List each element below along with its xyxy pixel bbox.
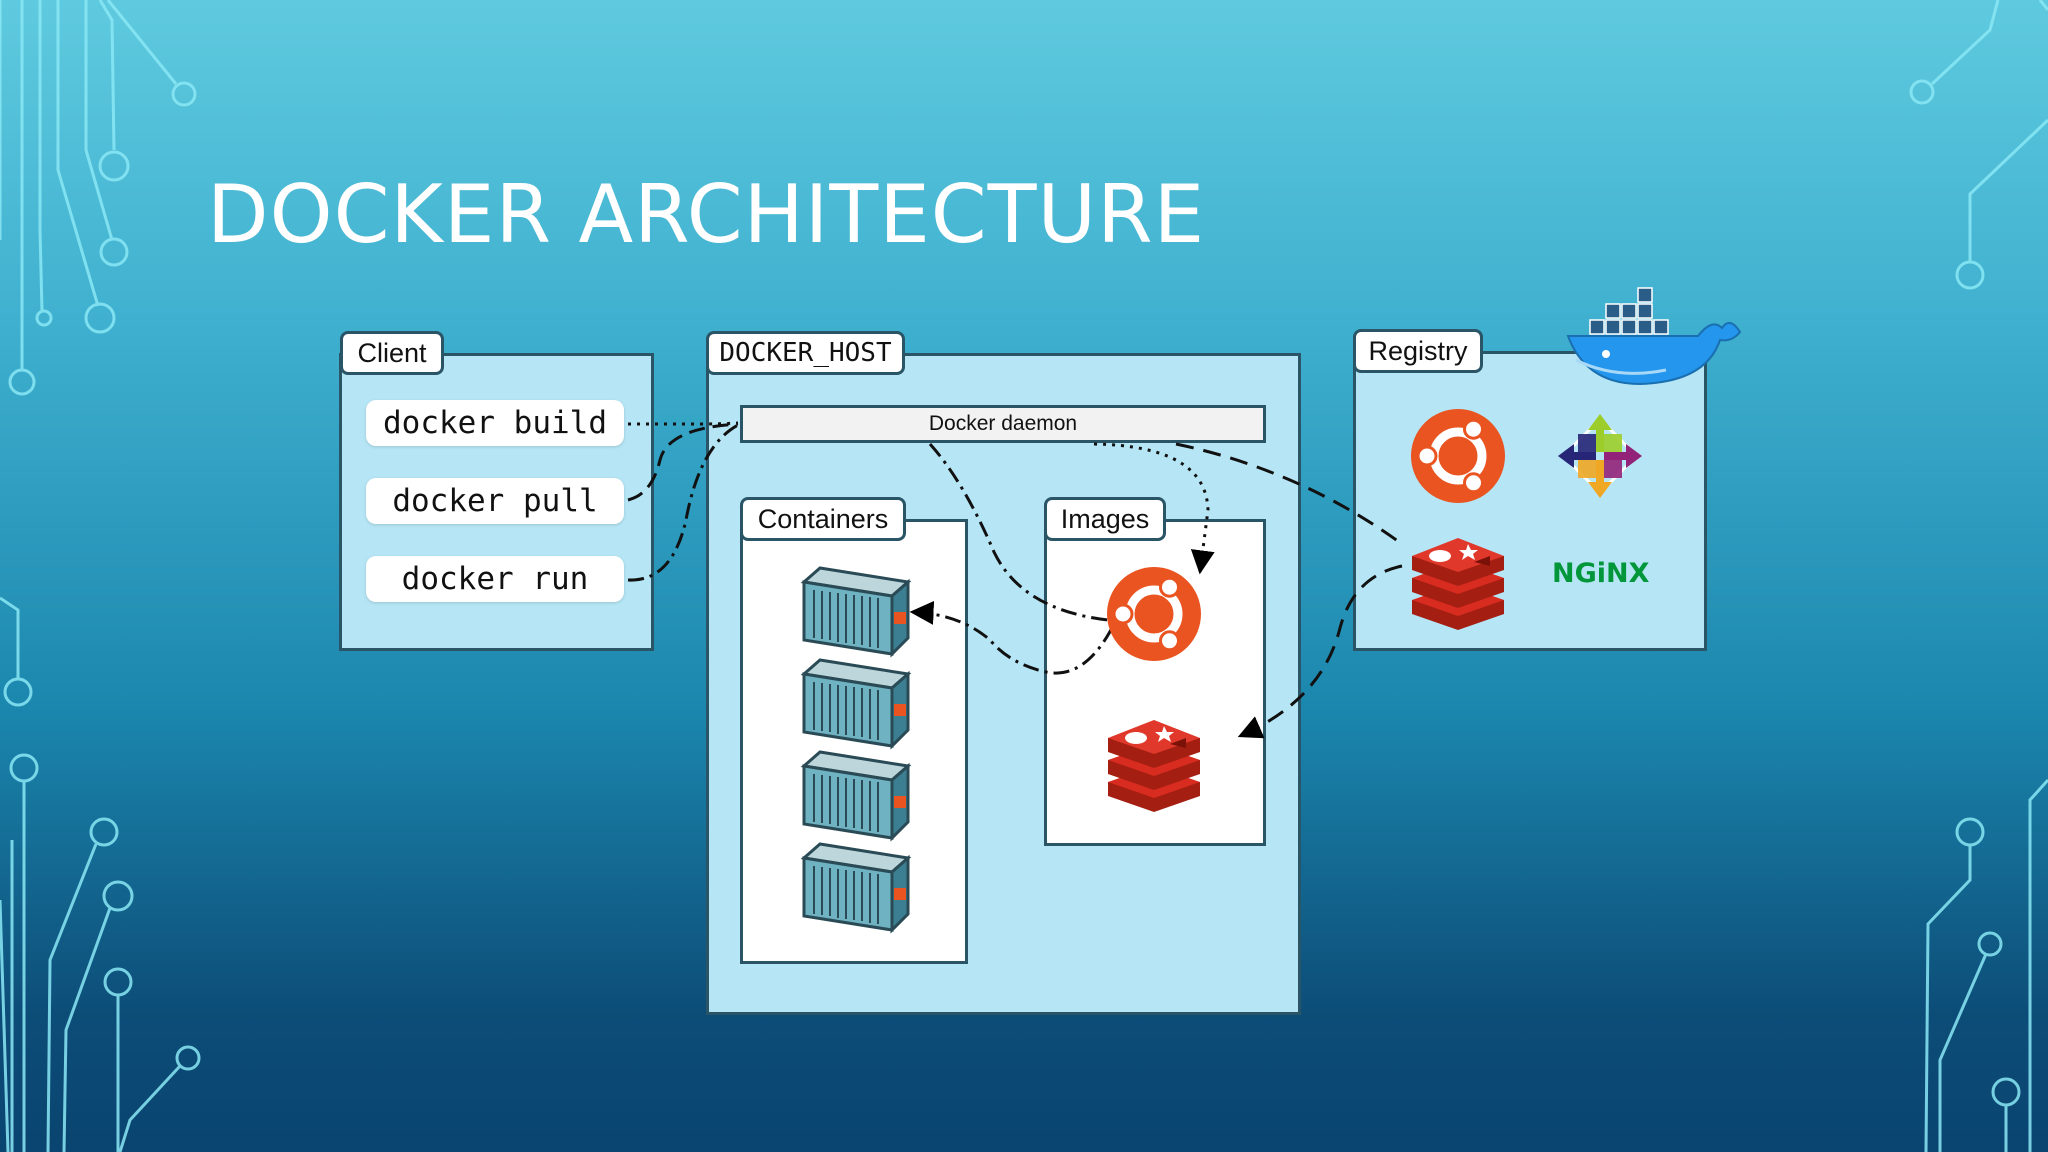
run-to-daemon-connector — [627, 422, 741, 582]
docker-run-command: docker run — [366, 556, 624, 602]
daemon-to-image-run-connector — [928, 443, 1109, 622]
container-icon — [802, 658, 910, 748]
build-to-daemon-connector — [628, 421, 739, 426]
container-icon — [802, 566, 910, 656]
registry-centos-icon — [1558, 414, 1642, 498]
pull-to-daemon-connector — [627, 422, 739, 502]
daemon-to-registry-connector — [1175, 442, 1403, 546]
docker-host-label: DOCKER_HOST — [706, 331, 905, 375]
registry-label: Registry — [1353, 329, 1483, 373]
docker-pull-command: docker pull — [366, 478, 624, 524]
images-label: Images — [1044, 497, 1166, 541]
container-icon — [802, 750, 910, 840]
image-ubuntu-icon — [1107, 567, 1201, 661]
registry-redis-icon — [1412, 538, 1504, 630]
registry-ubuntu-icon — [1411, 409, 1505, 503]
registry-nginx-logo: NGiNX — [1552, 558, 1650, 589]
docker-whale-icon — [1566, 287, 1742, 386]
docker-daemon-bar: Docker daemon — [740, 405, 1266, 443]
docker-build-command: docker build — [366, 400, 624, 446]
container-icon — [802, 842, 910, 932]
image-redis-icon — [1108, 720, 1200, 812]
image-to-container-connector — [909, 600, 1114, 675]
slide-title: DOCKER ARCHITECTURE — [207, 168, 1206, 261]
registry-to-redis-image-connector — [1237, 564, 1403, 739]
client-label: Client — [340, 331, 444, 375]
containers-label: Containers — [740, 497, 906, 541]
daemon-to-ubuntu-image-connector — [1093, 442, 1215, 575]
